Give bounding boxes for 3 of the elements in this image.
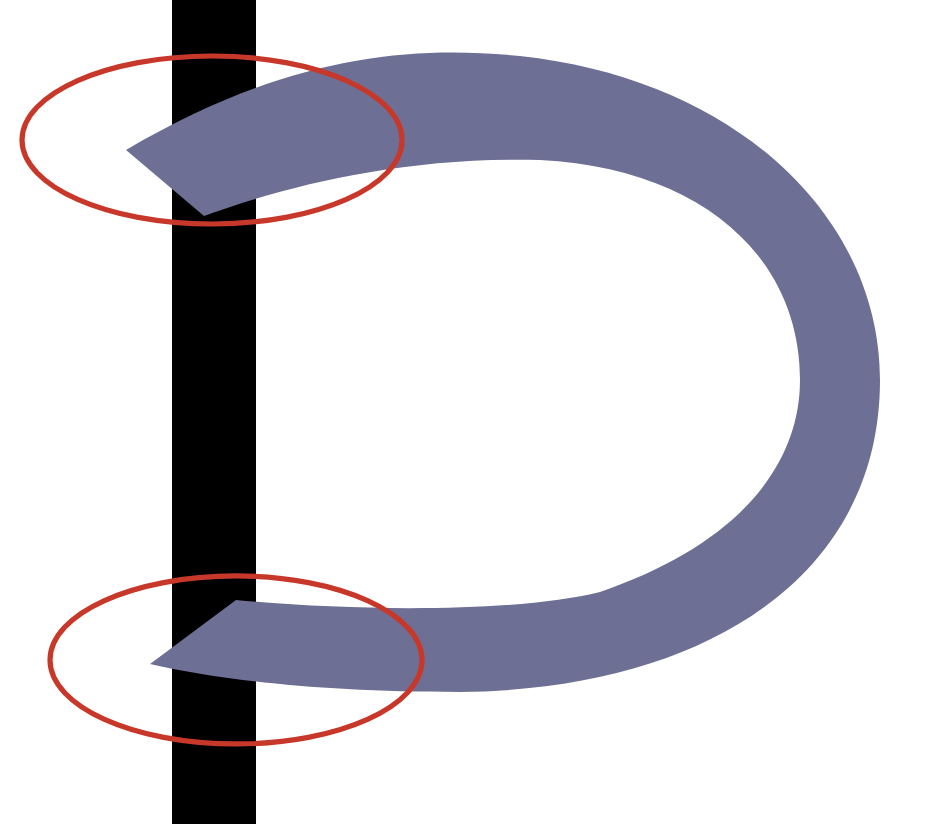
curved-band [126, 52, 880, 692]
highlight-ellipse [47, 573, 425, 747]
highlight-ellipse [19, 53, 405, 227]
